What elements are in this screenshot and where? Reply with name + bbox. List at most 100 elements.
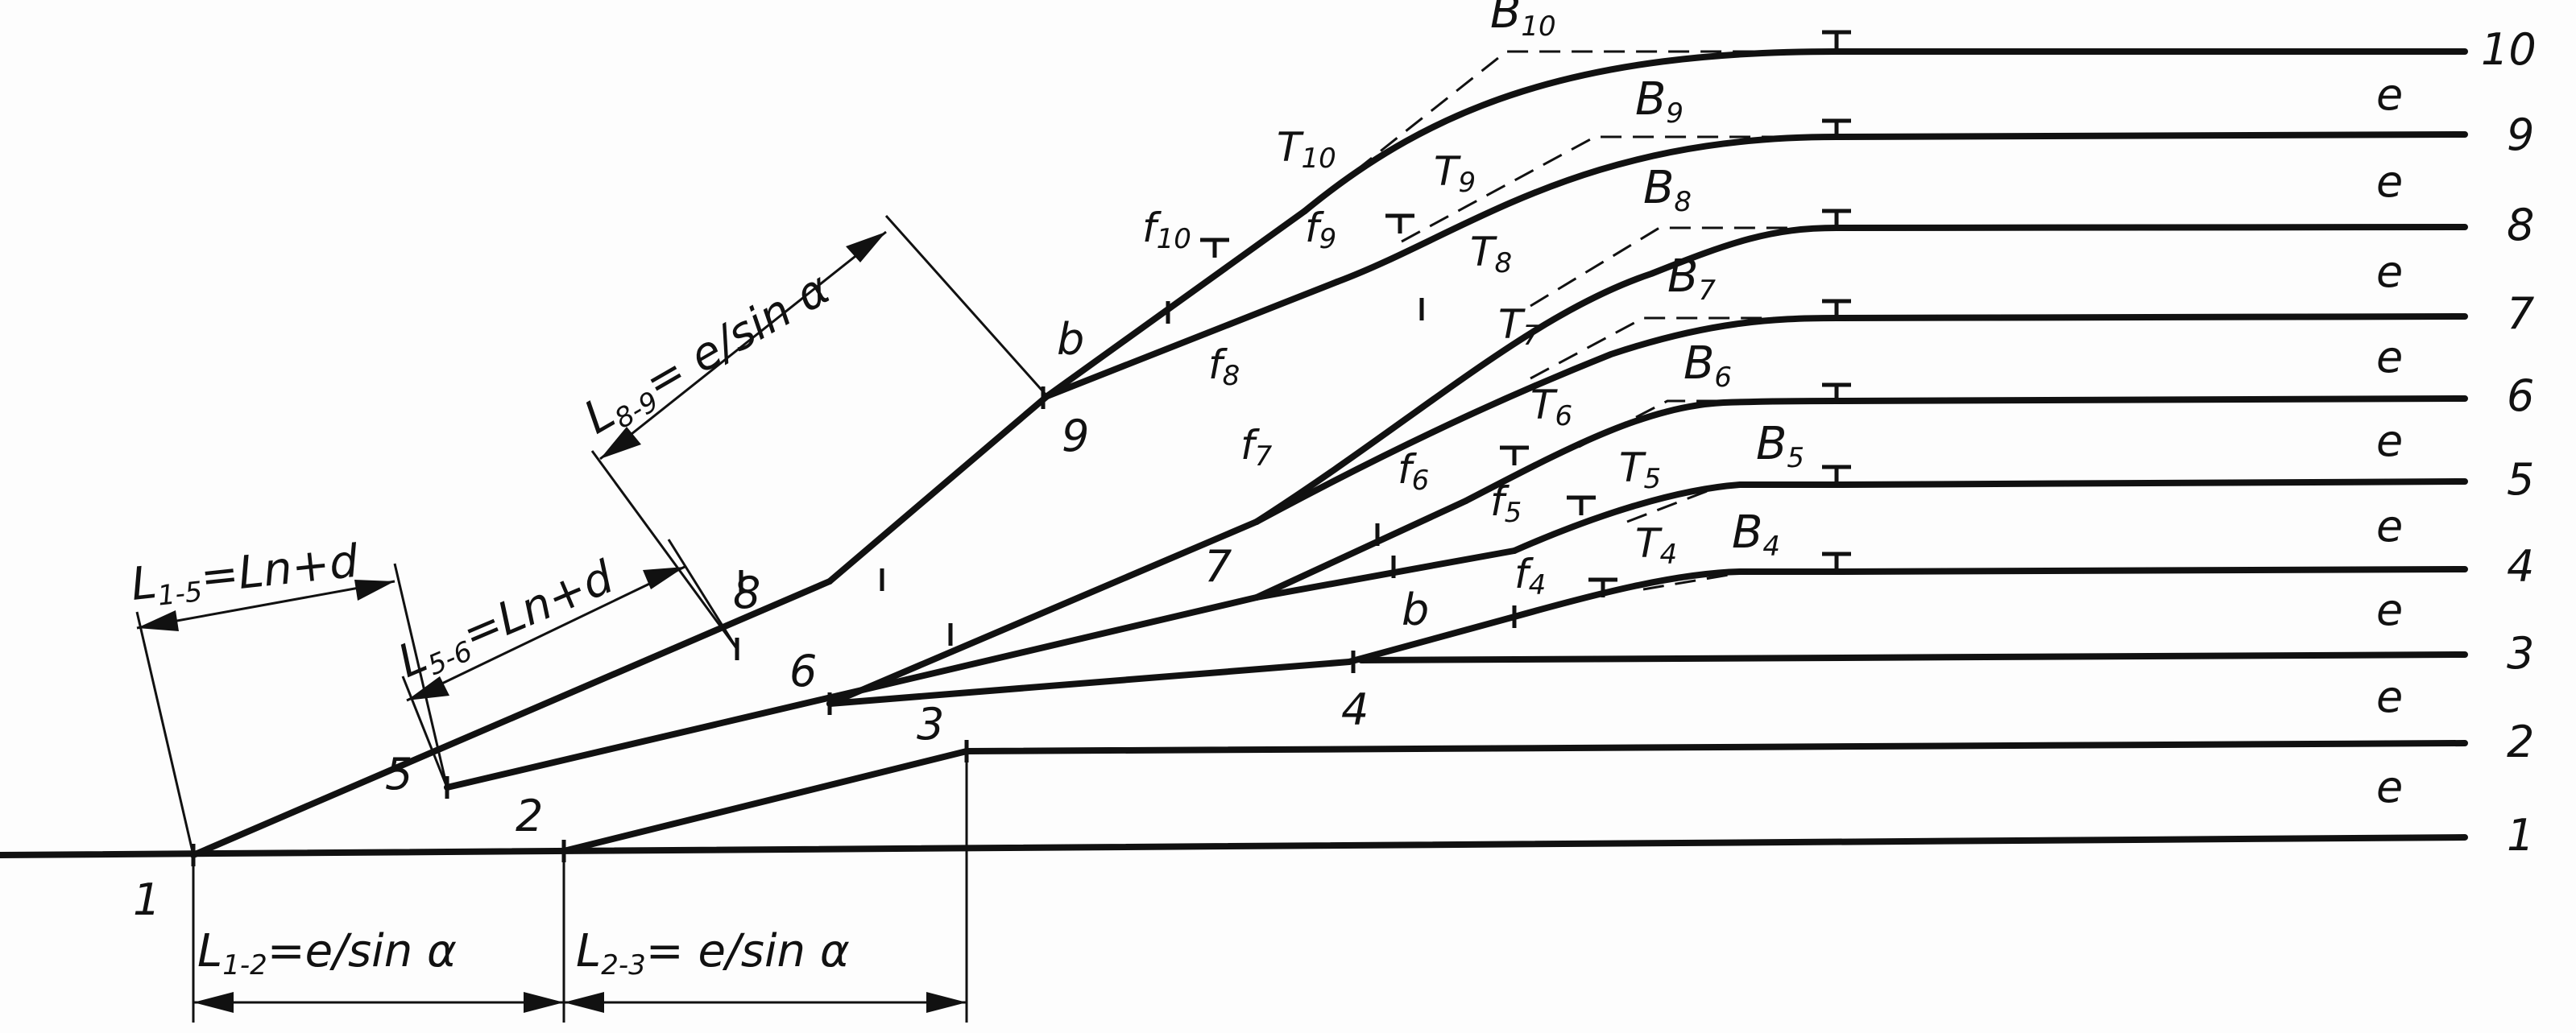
ladder-7-f6 (1253, 498, 1469, 601)
curve-b8-label: B8 (1643, 162, 1692, 218)
switch-number: 9 (1062, 411, 1089, 461)
dim-arrows (407, 567, 685, 700)
track-number: 3 (2507, 628, 2534, 679)
extension-line (393, 563, 449, 788)
f4-label: f4 (1514, 551, 1546, 601)
track-7-line (1833, 313, 2468, 321)
track-number: 6 (2507, 370, 2534, 421)
tangent-t4-label: T4 (1635, 520, 1677, 571)
formula-l15: L1-5=Ln+d (129, 535, 362, 615)
track-number-labels: 1 2 3 4 5 6 7 8 9 10 (2481, 24, 2537, 861)
spacing-e-label: e (2376, 246, 2403, 297)
joint-mark (1385, 213, 1414, 233)
joint-mark (1822, 382, 1851, 401)
dimension-lines (135, 215, 1049, 1023)
track-5-line (1833, 478, 2468, 488)
curve-b6-label: B6 (1684, 337, 1732, 394)
tangent-t9-label: T9 (1434, 148, 1476, 199)
tangent-t7-label: T7 (1498, 301, 1541, 352)
track-6-line (1833, 395, 2468, 404)
tangent-t5-label: T5 (1619, 444, 1661, 495)
ladder-7-f5 (1253, 547, 1518, 601)
ladder-3-4 (826, 659, 1352, 707)
switch-number: 7 (1204, 541, 1232, 592)
joint-mark (1822, 118, 1851, 137)
track-number: 8 (2507, 200, 2534, 250)
spacing-e-label: e (2376, 762, 2403, 812)
joint-mark (1500, 445, 1529, 465)
curve-track-5 (1511, 481, 1840, 554)
joint-mark (1822, 465, 1851, 485)
curve-b7-label: B7 (1667, 250, 1716, 307)
joint-mark (1822, 209, 1851, 228)
track-3-line (1358, 651, 2468, 663)
extension-line (590, 450, 739, 650)
track-number: 1 (2507, 810, 2534, 861)
track-2-line (963, 740, 2468, 754)
f8-label: f8 (1208, 341, 1240, 392)
spacing-e-label: e (2376, 69, 2403, 120)
dim-l89 (599, 230, 887, 461)
parallel-tracks (0, 48, 2468, 858)
switch-number-labels: 1 2 3 4 5 6 7 8 9 (133, 411, 1369, 925)
track-number: 4 (2507, 541, 2534, 592)
extension-line (135, 611, 195, 856)
switch-number: 3 (917, 699, 944, 750)
curve-b5-label: B5 (1756, 418, 1804, 474)
track-number: 10 (2481, 24, 2537, 75)
t-tangent-labels: T10 T9 T8 T7 T6 T5 T4 (1277, 124, 1677, 571)
switch-number: 6 (789, 646, 817, 696)
switch-number: 2 (516, 791, 543, 841)
dim-arrows (564, 992, 967, 1013)
tangent-lines (1304, 50, 1837, 591)
ladder-9-f8 (1044, 279, 1340, 399)
tangent-t6-label: T6 (1530, 382, 1572, 432)
tangent-track-7 (1530, 316, 1837, 380)
track-number: 9 (2507, 109, 2534, 160)
dim-l15 (136, 580, 396, 630)
tangent-t8-label: T8 (1470, 229, 1512, 279)
curve-b9-label: B9 (1635, 73, 1684, 130)
ladder-6-f7 (826, 519, 1260, 707)
spacing-e-label: e (2376, 415, 2403, 466)
switch-number: 1 (133, 874, 160, 925)
f6-label: f6 (1398, 446, 1429, 497)
joint-mark (1567, 495, 1596, 515)
extension-line (884, 215, 1049, 397)
ladder-2-3 (561, 748, 970, 854)
formula-l89: L8-9= e/sin α (576, 262, 841, 448)
track-1-line (0, 834, 2468, 858)
tangent-track-9 (1401, 135, 1837, 243)
formula-l56: L5-6=Ln+d (391, 551, 623, 692)
b-curve-labels: B10 B9 B8 B7 B6 B5 B4 (1490, 0, 1804, 563)
track-number: 7 (2507, 288, 2534, 339)
b-label: b (1057, 314, 1084, 365)
curve-b10-label: B10 (1490, 0, 1556, 43)
track-9-line (1833, 131, 2468, 140)
track-number: 2 (2507, 717, 2534, 767)
tangent-track-8 (1530, 226, 1837, 308)
spacing-e-label: e (2376, 585, 2403, 635)
curve-track-10 (1302, 48, 1840, 214)
spacing-e-label: e (2376, 671, 2403, 722)
ladder-9-b (1044, 208, 1308, 399)
tangent-t10-label: T10 (1277, 124, 1336, 175)
track-spacing-labels: e e e e e e e e e (2376, 69, 2403, 812)
formula-l12: L1-2=e/sin α (197, 925, 457, 981)
tangent-track-4 (1642, 570, 1837, 591)
spacing-e-label: e (2376, 501, 2403, 552)
joint-mark (1200, 238, 1229, 258)
joint-mark (1822, 299, 1851, 318)
ladder-8-9 (826, 393, 1050, 585)
dim-arrows (137, 580, 395, 631)
switch-number: 8 (733, 568, 760, 618)
ladder-4-f4 (1346, 614, 1518, 665)
curve-b4-label: B4 (1732, 506, 1780, 563)
spacing-e-label: e (2376, 332, 2403, 382)
extension-line (401, 676, 449, 788)
formula-l23: L2-3= e/sin α (576, 925, 850, 981)
switch-number: 4 (1341, 684, 1369, 735)
curve-track-4 (1511, 568, 1840, 620)
